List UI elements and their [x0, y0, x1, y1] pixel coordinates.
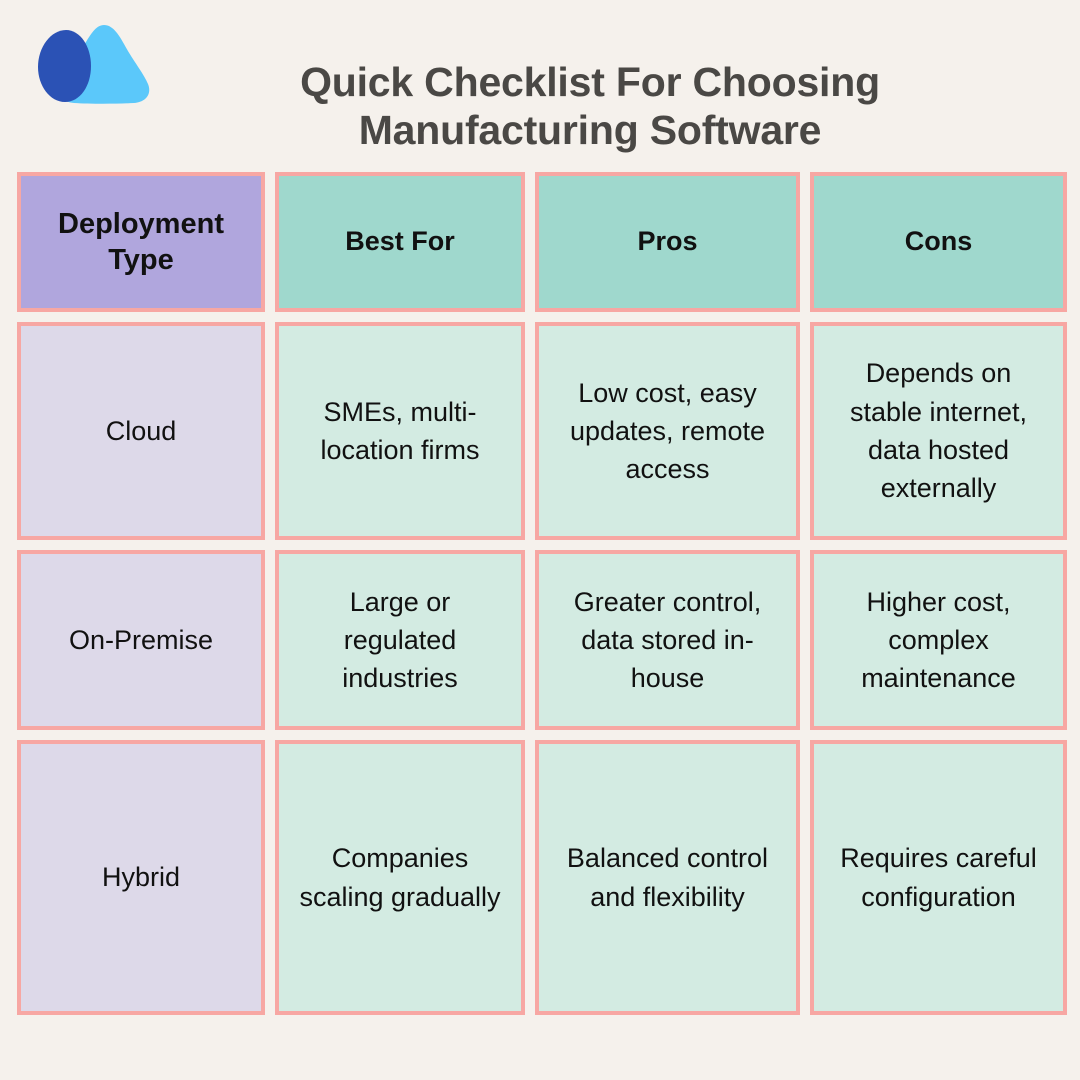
comparison-table: Deployment Type Best For Pros Cons Cloud…: [17, 172, 1067, 1015]
table-row: Greater control, data stored in-house: [535, 550, 800, 730]
table-row: Cloud: [17, 322, 265, 540]
table-row: Large or regulated industries: [275, 550, 525, 730]
page-header: Quick Checklist For Choosing Manufacturi…: [0, 0, 1080, 172]
mountain-logo-svg: [38, 25, 150, 104]
logo-dark-blue-drop: [38, 30, 91, 102]
table-header-pros: Pros: [535, 172, 800, 312]
table-row: On-Premise: [17, 550, 265, 730]
table-row: Requires careful configuration: [810, 740, 1067, 1015]
page-title-line-1: Quick Checklist For Choosing: [300, 59, 880, 105]
table-row: Balanced control and flexibility: [535, 740, 800, 1015]
table-row: Companies scaling gradually: [275, 740, 525, 1015]
page-title-line-2: Manufacturing Software: [358, 107, 822, 154]
table-header-deployment-type: Deployment Type: [17, 172, 265, 312]
mountain-logo: [28, 22, 158, 112]
table-header-best-for: Best For: [275, 172, 525, 312]
table-row: Hybrid: [17, 740, 265, 1015]
table-row: Low cost, easy updates, remote access: [535, 322, 800, 540]
table-row: Higher cost, complex maintenance: [810, 550, 1067, 730]
page-title: Quick Checklist For Choosing Manufacturi…: [200, 58, 980, 155]
table-row: SMEs, multi-location firms: [275, 322, 525, 540]
table-header-cons: Cons: [810, 172, 1067, 312]
table-row: Depends on stable internet, data hosted …: [810, 322, 1067, 540]
